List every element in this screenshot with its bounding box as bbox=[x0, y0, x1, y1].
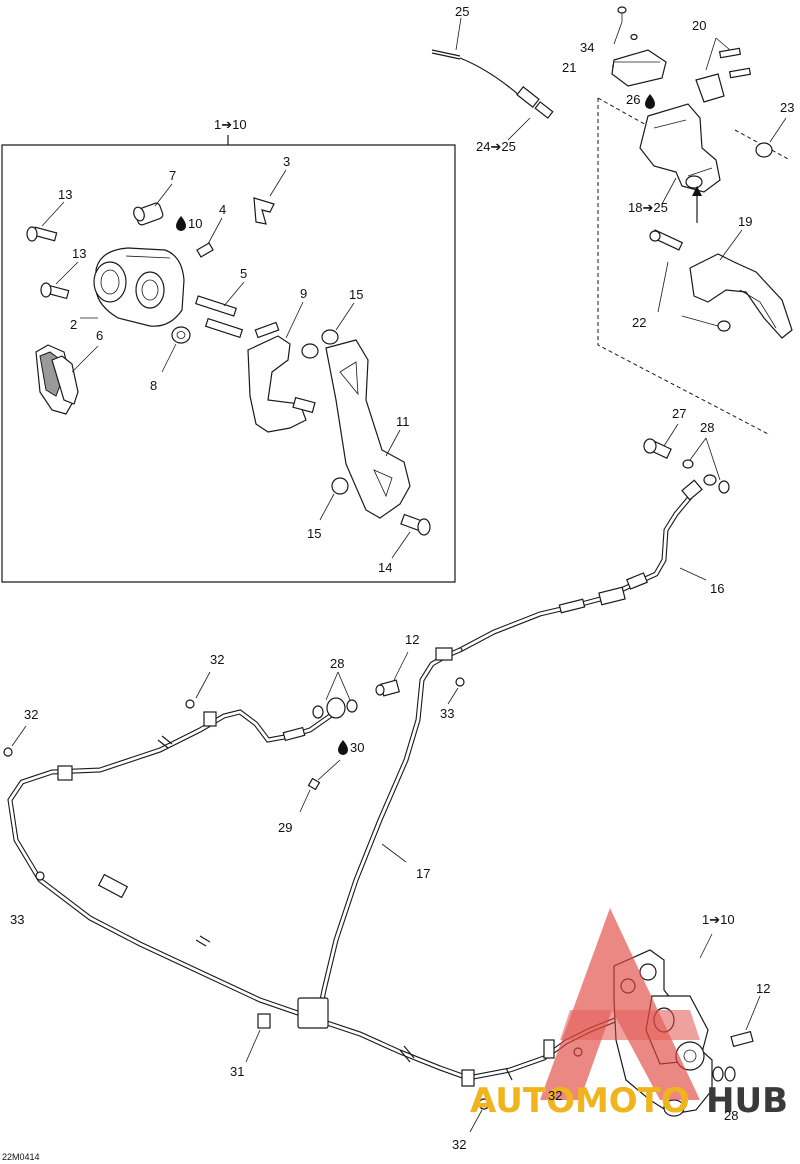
callout-23: 23 bbox=[780, 100, 794, 115]
callout-13-b: 13 bbox=[72, 246, 86, 261]
diagram-code: 22M0414 bbox=[2, 1152, 40, 1162]
part-reservoir-cap bbox=[611, 49, 667, 87]
part-screws bbox=[3, 671, 583, 1133]
part-plate-bolt bbox=[391, 513, 431, 559]
part-bleeder-nipple bbox=[196, 217, 223, 258]
callout-28-a: 28 bbox=[700, 420, 714, 435]
part-caliper-bracket bbox=[247, 301, 316, 433]
callout-8: 8 bbox=[150, 378, 157, 393]
callout-15-a: 15 bbox=[349, 287, 363, 302]
part-bleeder-screw bbox=[133, 183, 173, 226]
callout-32-c: 32 bbox=[548, 1088, 562, 1103]
part-main-brake-line bbox=[315, 647, 463, 1023]
part-rear-hose-left bbox=[7, 709, 333, 1023]
leader-22b bbox=[681, 315, 719, 327]
part-bushing bbox=[161, 326, 191, 373]
callout-15-b: 15 bbox=[307, 526, 321, 541]
part-pivot-bolt bbox=[695, 37, 752, 103]
callout-30: 30 bbox=[350, 740, 364, 755]
callout-32-a: 32 bbox=[210, 652, 224, 667]
part-mounting-plate bbox=[325, 339, 411, 519]
part-caliper-bolt-lower bbox=[40, 261, 79, 300]
callout-28-c: 28 bbox=[724, 1108, 738, 1123]
part-banjo-bolt-upper bbox=[643, 423, 730, 494]
part-brake-pads bbox=[35, 344, 99, 415]
callout-32-d: 32 bbox=[452, 1137, 466, 1152]
callout-14: 14 bbox=[378, 560, 392, 575]
part-caliper-body bbox=[80, 247, 185, 327]
callout-1-10-bottom: 1➔10 bbox=[702, 912, 735, 927]
callout-25: 25 bbox=[455, 4, 469, 19]
callout-10: 10 bbox=[188, 216, 202, 231]
callout-34: 34 bbox=[580, 40, 594, 55]
callout-9: 9 bbox=[300, 286, 307, 301]
caliper-group-box bbox=[1, 135, 456, 583]
part-pad-pins bbox=[194, 281, 245, 339]
callout-18-25: 18➔25 bbox=[628, 200, 668, 215]
watermark-text-a: AUTOMOTO bbox=[470, 1081, 690, 1121]
callout-13-a: 13 bbox=[58, 187, 72, 202]
callout-17: 17 bbox=[416, 866, 430, 881]
part-front-hose bbox=[457, 479, 707, 653]
callout-33-b: 33 bbox=[10, 912, 24, 927]
watermark-logo bbox=[540, 908, 700, 1100]
grease-droplet-icon bbox=[176, 216, 186, 231]
callout-2: 2 bbox=[70, 317, 77, 332]
part-reservoir-screw bbox=[613, 6, 638, 45]
fluid-droplet-icon bbox=[645, 94, 655, 109]
callout-12-top: 12 bbox=[405, 632, 419, 647]
callout-12-bottom: 12 bbox=[756, 981, 770, 996]
leader-22a bbox=[657, 261, 669, 313]
callout-31: 31 bbox=[230, 1064, 244, 1079]
callout-4: 4 bbox=[219, 202, 226, 217]
part-bushing-lower bbox=[319, 477, 349, 521]
part-bushing-upper bbox=[301, 302, 355, 359]
part-pad-spring bbox=[253, 169, 287, 225]
callout-7: 7 bbox=[169, 168, 176, 183]
callout-21: 21 bbox=[562, 60, 576, 75]
callout-26: 26 bbox=[626, 92, 640, 107]
callout-22: 22 bbox=[632, 315, 646, 330]
callout-3: 3 bbox=[283, 154, 290, 169]
watermark-text-b: HUB bbox=[706, 1081, 788, 1121]
part-fittings-middle bbox=[299, 651, 409, 813]
callout-27: 27 bbox=[672, 406, 686, 421]
part-brake-pedal bbox=[649, 229, 793, 339]
callout-24-25: 24➔25 bbox=[476, 139, 516, 154]
callout-19: 19 bbox=[738, 214, 752, 229]
callout-6: 6 bbox=[96, 328, 103, 343]
part-caliper-bolt-upper bbox=[26, 201, 65, 242]
sealant-droplet-icon bbox=[338, 740, 348, 755]
callout-33-a: 33 bbox=[440, 706, 454, 721]
callout-11: 11 bbox=[396, 414, 410, 429]
part-master-cylinder bbox=[639, 103, 721, 205]
callout-28-b: 28 bbox=[330, 656, 344, 671]
callout-29: 29 bbox=[278, 820, 292, 835]
callout-32-b: 32 bbox=[24, 707, 38, 722]
callout-5: 5 bbox=[240, 266, 247, 281]
callout-20: 20 bbox=[692, 18, 706, 33]
part-nut bbox=[755, 117, 787, 158]
part-brake-light-switch bbox=[431, 17, 554, 141]
callout-16: 16 bbox=[710, 581, 724, 596]
callout-1-10-top: 1➔10 bbox=[214, 117, 247, 132]
